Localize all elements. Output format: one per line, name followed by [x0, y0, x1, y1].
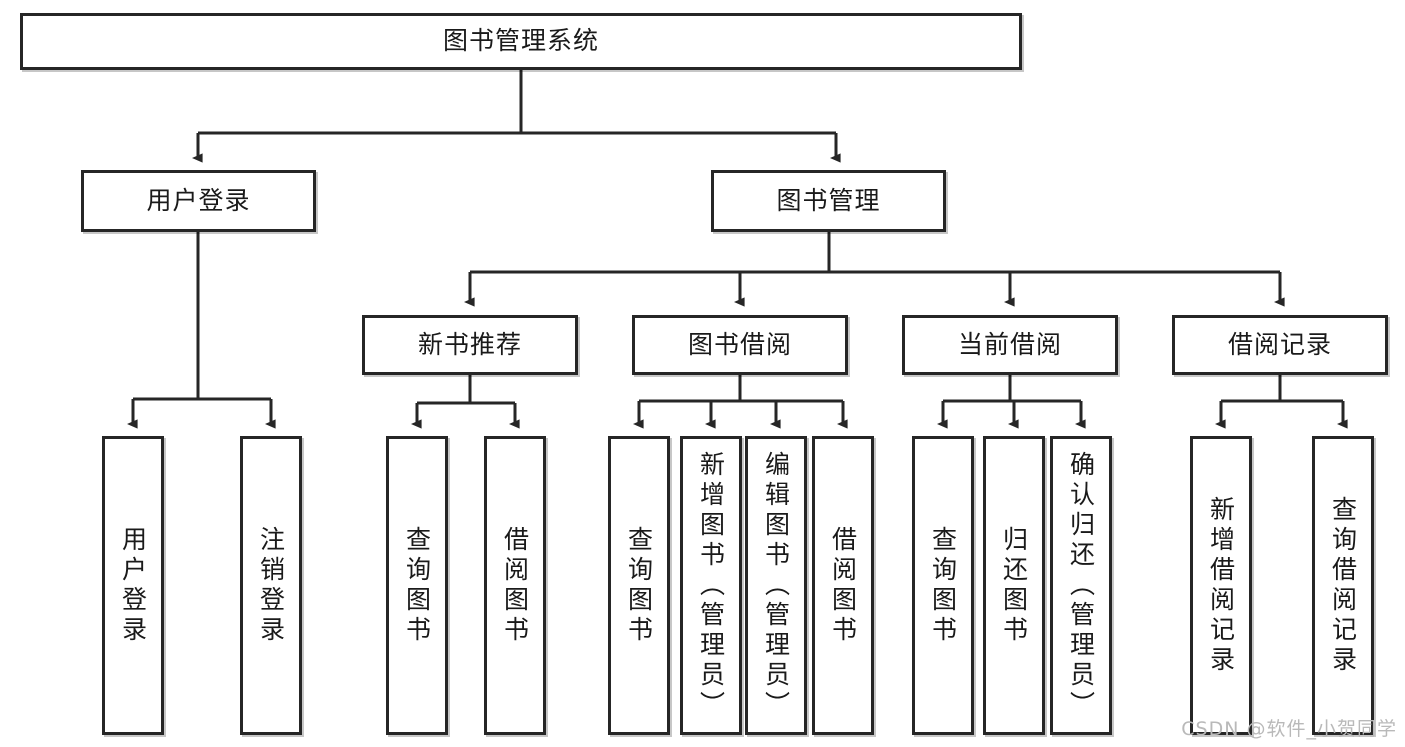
leaf-node[interactable]: 查询图书: [912, 436, 974, 735]
node-label: 新书推荐: [417, 329, 522, 359]
leaf-node[interactable]: 确认归还（管理员）: [1050, 436, 1112, 735]
leaf-node[interactable]: 借阅图书: [484, 436, 546, 735]
node-root-system[interactable]: 图书管理系统: [20, 13, 1022, 70]
node-label: 编辑图书（管理员）: [761, 450, 791, 721]
leaf-node[interactable]: 编辑图书（管理员）: [745, 436, 807, 735]
node-label: 注销登录: [256, 525, 286, 646]
node-label: 图书管理系统: [442, 26, 599, 56]
node-label: 图书借阅: [687, 329, 792, 359]
node-label: 查询图书: [928, 525, 958, 646]
node-label: 新增图书（管理员）: [696, 450, 726, 721]
node-label: 查询图书: [402, 525, 432, 646]
leaf-node[interactable]: 查询借阅记录: [1312, 436, 1374, 735]
node-label: 新增借阅记录: [1206, 495, 1236, 676]
node-label: 确认归还（管理员）: [1066, 450, 1096, 721]
node-label: 用户登录: [146, 185, 251, 215]
node-label: 借阅图书: [828, 525, 858, 646]
node-label: 图书管理: [776, 185, 881, 215]
leaf-node[interactable]: 借阅图书: [812, 436, 874, 735]
leaf-node[interactable]: 用户登录: [102, 436, 164, 735]
node-book-borrow[interactable]: 图书借阅: [632, 315, 848, 375]
node-new-book-recommend[interactable]: 新书推荐: [362, 315, 578, 375]
node-label: 查询借阅记录: [1328, 495, 1358, 676]
leaf-node[interactable]: 新增借阅记录: [1190, 436, 1252, 735]
node-label: 借阅记录: [1227, 329, 1332, 359]
watermark-text: CSDN @软件_小贺同学: [1181, 718, 1397, 740]
node-label: 用户登录: [118, 525, 148, 646]
node-label: 当前借阅: [957, 329, 1062, 359]
node-label: 查询图书: [624, 525, 654, 646]
leaf-node[interactable]: 注销登录: [240, 436, 302, 735]
node-label: 归还图书: [999, 525, 1029, 646]
leaf-node[interactable]: 归还图书: [983, 436, 1045, 735]
node-user-login[interactable]: 用户登录: [81, 170, 316, 232]
leaf-node[interactable]: 查询图书: [608, 436, 670, 735]
node-label: 借阅图书: [500, 525, 530, 646]
leaf-node[interactable]: 新增图书（管理员）: [680, 436, 742, 735]
node-current-borrow[interactable]: 当前借阅: [902, 315, 1118, 375]
node-book-management[interactable]: 图书管理: [711, 170, 946, 232]
node-borrow-record[interactable]: 借阅记录: [1172, 315, 1388, 375]
leaf-node[interactable]: 查询图书: [386, 436, 448, 735]
